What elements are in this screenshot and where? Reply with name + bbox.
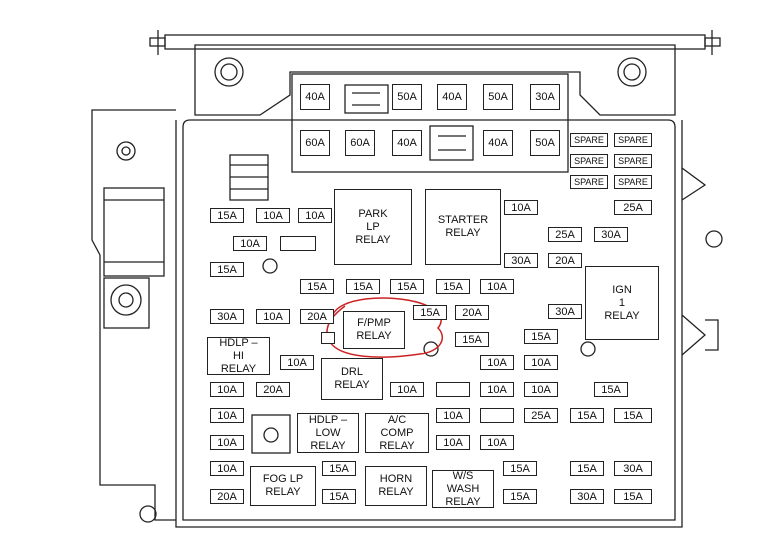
fuse: 15A	[322, 461, 356, 476]
big-fuse: 60A	[300, 130, 330, 156]
fuse: 15A	[594, 382, 628, 397]
fuse: 10A	[210, 408, 244, 423]
ac-comp-relay: A/C COMP RELAY	[365, 413, 429, 453]
empty-fuse-slot	[280, 236, 316, 251]
fuse: 10A	[233, 236, 267, 251]
spare-fuse: SPARE	[614, 175, 652, 189]
fuse: 30A	[210, 309, 244, 324]
fuse: 10A	[480, 382, 514, 397]
spare-fuse: SPARE	[614, 154, 652, 168]
fuse: 25A	[524, 408, 558, 423]
big-fuse: 40A	[300, 84, 330, 110]
fuse: 15A	[346, 279, 380, 294]
fuse: 15A	[300, 279, 334, 294]
spare-fuse: SPARE	[570, 133, 608, 147]
horn-relay: HORN RELAY	[365, 466, 427, 506]
starter-relay: STARTER RELAY	[425, 189, 501, 265]
big-fuse: 60A	[345, 130, 375, 156]
fuse: 15A	[210, 208, 244, 223]
ign1-relay: IGN 1 RELAY	[585, 266, 659, 340]
f-pmp-relay: F/PMP RELAY	[343, 311, 405, 349]
fuse: 15A	[322, 489, 356, 504]
fuse: 15A	[570, 461, 604, 476]
fuse: 10A	[210, 435, 244, 450]
spare-fuse: SPARE	[614, 133, 652, 147]
drl-relay: DRL RELAY	[321, 358, 383, 400]
fuse: 10A	[436, 435, 470, 450]
fuse: 10A	[210, 382, 244, 397]
fuse: 25A	[614, 200, 652, 215]
park-lp-relay: PARK LP RELAY	[334, 189, 412, 265]
spare-fuse: SPARE	[570, 175, 608, 189]
fuse: 30A	[504, 253, 538, 268]
fuse: 15A	[503, 461, 537, 476]
fuse: 10A	[524, 382, 558, 397]
fuse: 10A	[390, 382, 424, 397]
big-fuse: 50A	[483, 84, 513, 110]
fuse: 20A	[455, 305, 489, 320]
fuse: 15A	[210, 262, 244, 277]
fuse: 30A	[548, 304, 582, 319]
empty-fuse-slot	[321, 332, 335, 344]
fuse: 10A	[436, 408, 470, 423]
fuse: 10A	[480, 435, 514, 450]
empty-fuse-slot	[480, 408, 514, 423]
big-fuse: 40A	[483, 130, 513, 156]
fuse: 20A	[300, 309, 334, 324]
fuse: 10A	[480, 355, 514, 370]
big-fuse: 40A	[437, 84, 467, 110]
fuse: 10A	[524, 355, 558, 370]
fuse: 30A	[570, 489, 604, 504]
fuse: 15A	[413, 305, 447, 320]
fuse: 15A	[436, 279, 470, 294]
fuse: 20A	[548, 253, 582, 268]
big-fuse: 50A	[392, 84, 422, 110]
fuse: 25A	[548, 227, 582, 242]
fuse: 10A	[504, 200, 538, 215]
big-fuse: 30A	[530, 84, 560, 110]
ws-wash-relay: W/S WASH RELAY	[432, 470, 494, 508]
fuse: 15A	[455, 332, 489, 347]
fuse: 10A	[256, 309, 290, 324]
big-fuse: 40A	[392, 130, 422, 156]
fuse: 20A	[210, 489, 244, 504]
hdlp-hi-relay: HDLP – HI RELAY	[207, 337, 270, 375]
fuse: 30A	[614, 461, 652, 476]
fuse: 15A	[570, 408, 604, 423]
fuse: 15A	[503, 489, 537, 504]
fuse: 10A	[210, 461, 244, 476]
fuse: 15A	[614, 408, 652, 423]
big-fuse: 50A	[530, 130, 560, 156]
fuse: 15A	[390, 279, 424, 294]
fuse: 10A	[298, 208, 332, 223]
fog-lp-relay: FOG LP RELAY	[250, 466, 316, 506]
fuse: 30A	[594, 227, 628, 242]
fuse: 10A	[256, 208, 290, 223]
hdlp-low-relay: HDLP – LOW RELAY	[297, 413, 359, 453]
fuse: 15A	[524, 329, 558, 344]
fuse: 10A	[280, 355, 314, 370]
fuse: 10A	[480, 279, 514, 294]
empty-fuse-slot	[436, 382, 470, 397]
spare-fuse: SPARE	[570, 154, 608, 168]
fuse: 20A	[256, 382, 290, 397]
fuse: 15A	[614, 489, 652, 504]
